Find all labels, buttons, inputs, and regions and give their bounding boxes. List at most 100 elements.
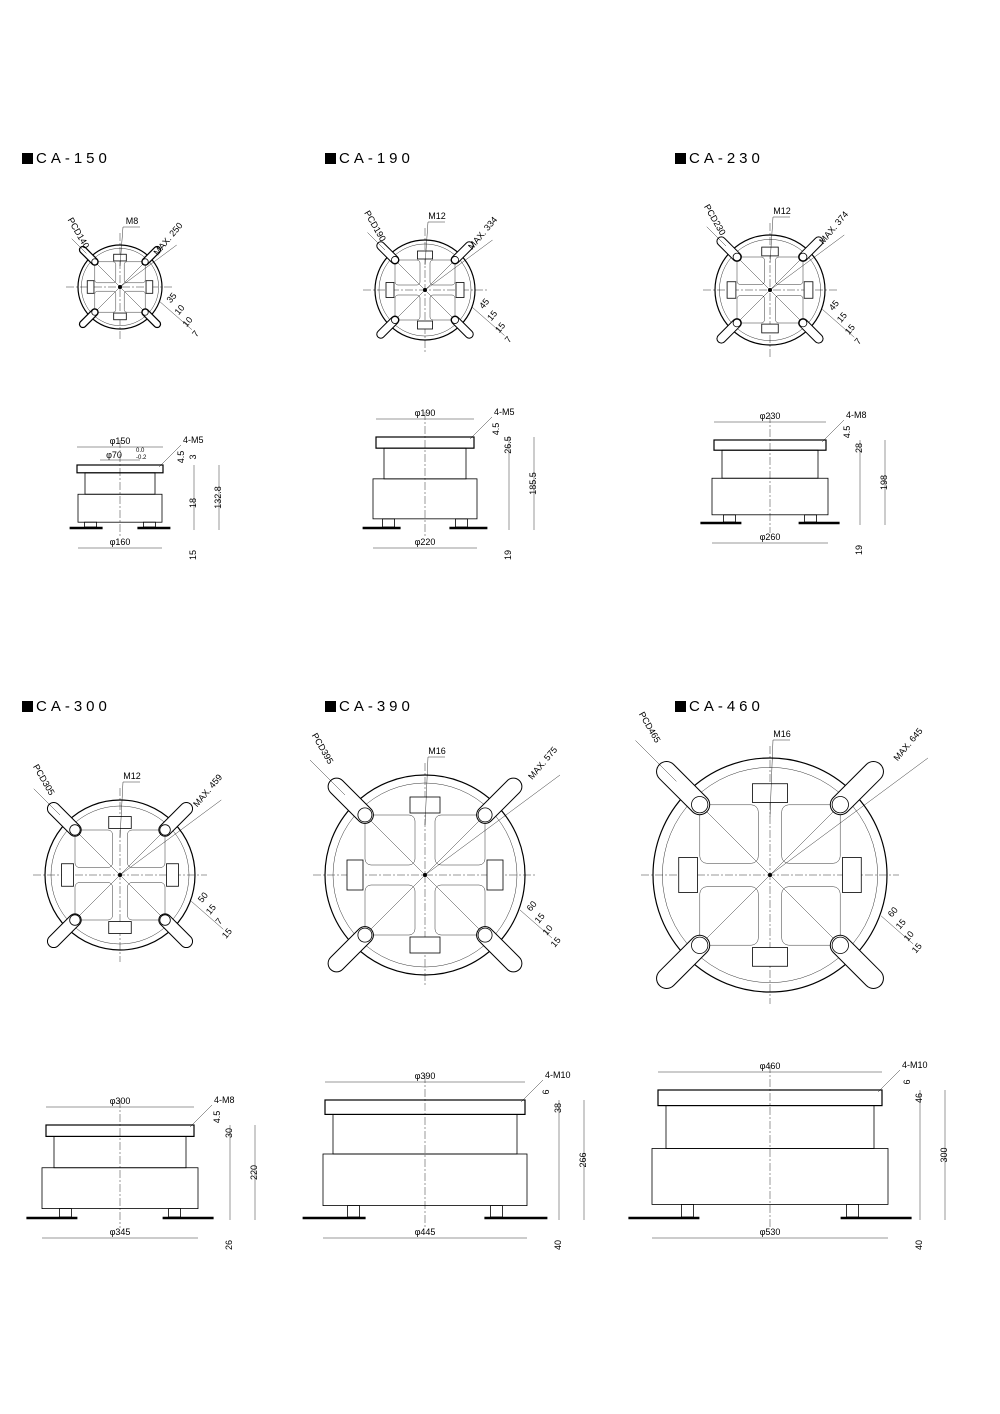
clamp-dim-label: 10 [173,303,187,317]
clamp-bolt [732,252,742,262]
clamp-dim-label: 15 [493,321,507,335]
jaw [113,253,127,262]
clamp-bolt [732,318,742,328]
foot [347,1205,361,1218]
leader-line [821,419,845,443]
max-dim-line [119,244,177,288]
max-dia-label: MAX. 459 [191,772,224,809]
clamp-dim-label: 15 [894,917,908,931]
jaw [145,280,154,294]
jaw [113,312,127,321]
model-title: CA-190 [325,150,414,167]
pocket [781,886,841,946]
clamp-dim-label: 45 [827,298,841,312]
clamp-dim-label: 50 [196,890,210,904]
jaw [761,323,779,334]
clamp-dim-label: 15 [910,941,924,955]
jaw [385,282,395,298]
leader-line [520,1079,544,1103]
clamp-bolt [141,308,149,316]
height-dim-label: 28 [854,443,864,453]
clamp-dim-label: 15 [485,309,499,323]
top-dia-label: φ300 [110,1096,131,1106]
top-dia-label: φ390 [415,1071,436,1081]
clamp-bolt [477,927,493,943]
pocket [394,259,421,286]
pcd-label: PCD140 [66,216,92,250]
height-dim-label: 26 [224,1240,234,1250]
jaw [726,281,737,299]
clamp-bolt [141,258,149,266]
dim-line [881,915,914,945]
tap-label: 4-M10 [545,1070,571,1080]
model-title: CA-300 [22,698,111,715]
jaw [752,947,788,967]
dim-line [191,901,224,930]
leader-line [309,759,346,796]
clamp-dim-label: 7 [190,329,201,339]
pcd-label: PCD305 [31,763,57,797]
clamp-dim-label: 10 [541,923,555,937]
foot [84,521,97,528]
max-dia-label: MAX. 374 [817,209,850,246]
max-dim-line [424,774,561,876]
clamp-bolt [159,914,171,926]
square-bullet-icon [22,153,33,164]
height-dim-label: 19 [503,550,513,560]
jaw [108,816,132,829]
clamp-dim-label: 10 [181,315,195,329]
pocket [434,814,486,866]
leader-line [158,444,182,468]
bolt-size-label: M16 [773,729,791,739]
height-dim-label: 46 [914,1093,924,1103]
height-dim-label: 300 [939,1147,949,1162]
pocket [94,261,117,283]
tap-label: 4-M8 [846,410,867,420]
clamp-dim-label: 60 [886,905,900,919]
clamp-bolt [798,318,808,328]
base-dia-label: φ160 [110,537,131,547]
bolt-size-label: M16 [428,746,446,756]
pocket [736,256,765,285]
tap-label: 4-M8 [214,1095,235,1105]
clamp-bolt [391,316,399,324]
clamp-dim-label: 15 [835,310,849,324]
pcd-label: PCD230 [702,203,728,237]
pocket [434,884,486,936]
pocket [429,294,456,321]
pocket [429,259,456,286]
jaw [752,783,788,803]
clamp-bolt [391,256,399,264]
leader-line [469,416,493,440]
clamp-dim-label: 35 [165,291,179,305]
clamp-bolt [798,252,808,262]
clamp-bolt [357,807,373,823]
model-title: CA-460 [675,698,764,715]
jaw [417,320,433,330]
jaw [61,863,74,887]
model-name: CA-390 [339,698,414,715]
max-dia-label: MAX. 645 [892,726,925,763]
pocket [699,804,759,864]
pcd-label: PCD465 [637,710,663,744]
height-dim-label: 40 [914,1240,924,1250]
foot [723,514,736,523]
leader-line [877,1069,901,1093]
clamp-bolt [691,796,709,814]
clamp-bolt [357,927,373,943]
jaw [455,282,465,298]
height-dim-label: 185.5 [528,472,538,495]
height-dim-label: 26.5 [503,436,513,454]
clamp-dim-label: 7 [853,336,864,346]
pocket [736,295,765,324]
jaw [108,921,132,934]
dim-line [159,301,193,330]
